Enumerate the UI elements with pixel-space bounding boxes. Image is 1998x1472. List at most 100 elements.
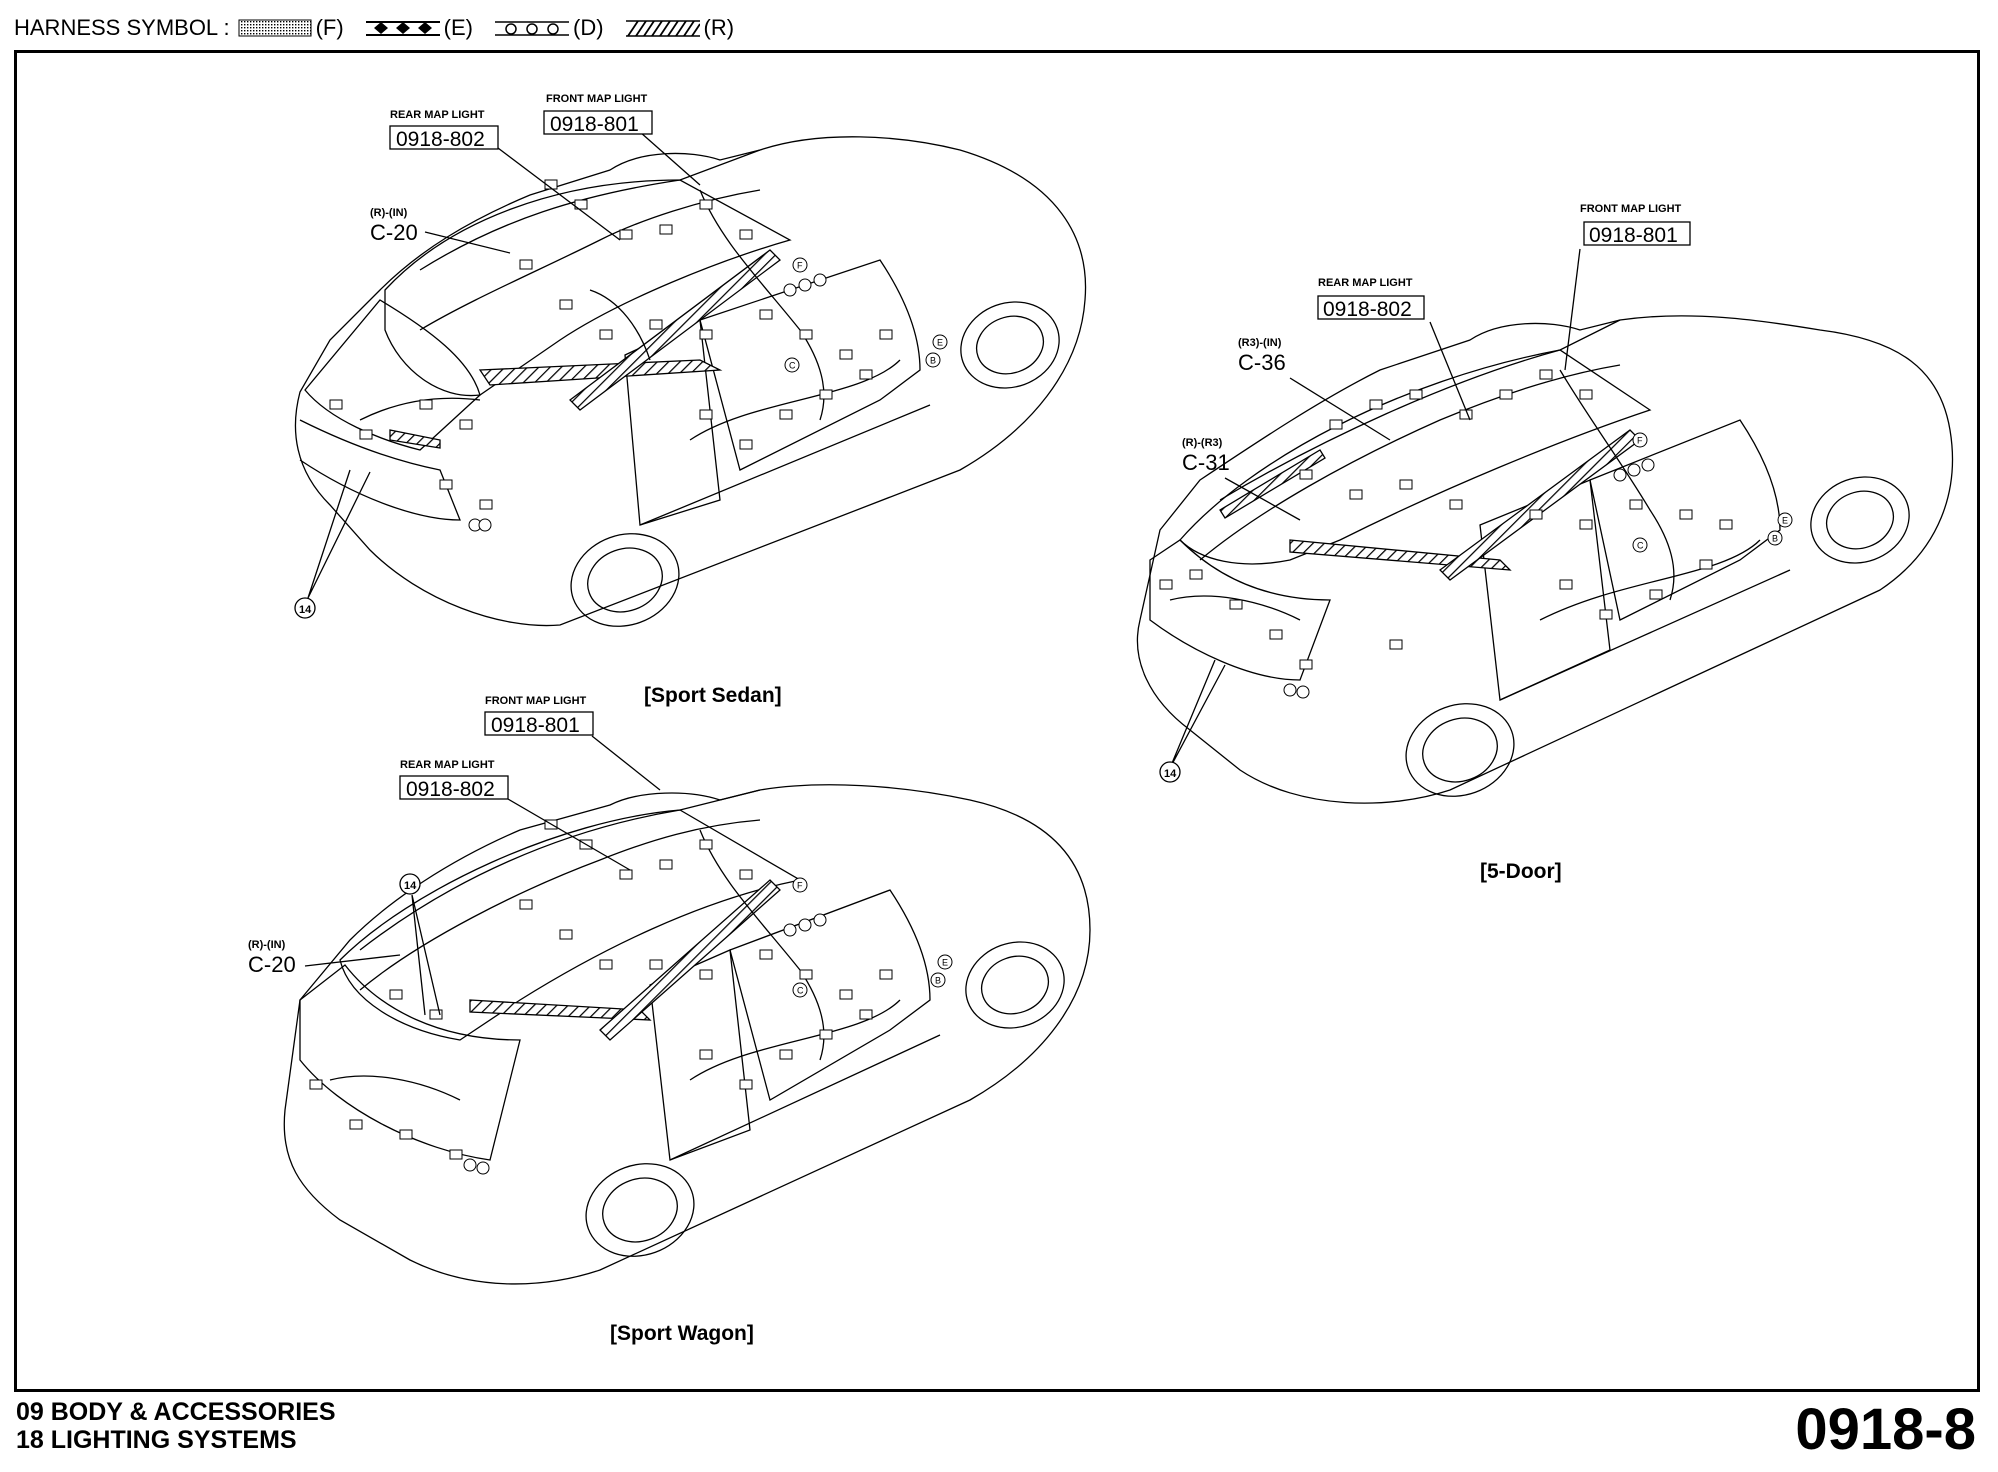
wagon-rear-map-label: REAR MAP LIGHT: [400, 759, 495, 771]
wagon-tailgate: [299, 964, 521, 1161]
five-door-harness-r3: [1219, 449, 1326, 519]
sedan-wire-5: [589, 289, 651, 361]
harness-marker-letter: B: [935, 976, 941, 986]
sedan-rear-map-label: REAR MAP LIGHT: [390, 109, 485, 121]
five-door-connector-a-code: C-36: [1238, 350, 1286, 375]
sedan-front-map-label: FRONT MAP LIGHT: [546, 93, 648, 105]
five-door-rear-door: [1479, 479, 1611, 701]
wagon-rear-map-code: 0918-802: [406, 778, 495, 801]
wagon-roof: [339, 809, 802, 1041]
harness-marker-letter: C: [789, 361, 796, 371]
sedan-ground-callout: [307, 469, 371, 599]
harness-marker-letter: E: [942, 958, 948, 968]
wagon-front-map-label: FRONT MAP LIGHT: [485, 695, 587, 707]
five-door-hatch: [1149, 539, 1331, 681]
wagon-front-wheel-inner: [980, 955, 1050, 1015]
sedan-caption: [Sport Sedan]: [644, 684, 782, 707]
five-door-rear-wheel-inner: [1422, 717, 1498, 783]
five-door-rear-map-box: [1317, 295, 1425, 320]
sedan-side-sill: [639, 404, 931, 526]
wagon-front-map-code: 0918-801: [491, 714, 580, 737]
five-door-body-outline: [1136, 315, 1954, 804]
sedan-wire-2: [699, 189, 825, 421]
five-door-connector-b-code: C-31: [1182, 450, 1230, 475]
footer-section-line1: 09 BODY & ACCESSORIES: [16, 1398, 336, 1426]
harness-marker-letter: C: [1637, 541, 1644, 551]
sedan-rear-wheel-inner: [587, 547, 663, 613]
sedan-front-map-code: 0918-801: [550, 113, 639, 136]
sedan-ground-symbol: [294, 597, 316, 619]
harness-marker-letter: C: [797, 986, 804, 996]
wagon-harness-markers: F EB C: [792, 877, 953, 998]
wagon-harness-r2: [599, 879, 781, 1041]
five-door-rear-map-label: REAR MAP LIGHT: [1318, 277, 1413, 289]
wagon-c20-callout: [304, 954, 401, 967]
wagon-front-map-callout: [591, 735, 661, 791]
wagon-wire-2: [699, 829, 825, 1061]
five-door-c36-callout: [1289, 377, 1391, 441]
sedan-rear-map-code: 0918-802: [396, 128, 485, 151]
five-door-connector-a-tag: (R3)-(IN): [1238, 337, 1282, 349]
sedan-harness-r2: [569, 249, 781, 411]
legend-title: HARNESS SYMBOL :: [14, 15, 230, 40]
harness-marker-letter: B: [930, 356, 936, 366]
five-door-ground-callout: [1169, 659, 1226, 769]
sedan-labels: FRONT MAP LIGHT 0918-801 REAR MAP LIGHT …: [299, 93, 782, 707]
wagon-front-door: [729, 889, 931, 1101]
section-footer: 09 BODY & ACCESSORIES 18 LIGHTING SYSTEM…: [16, 1398, 336, 1454]
five-door-side-sill: [1499, 569, 1791, 701]
sedan-trunk: [299, 419, 461, 521]
footer-section-line2: 18 LIGHTING SYSTEMS: [16, 1426, 297, 1454]
five-door-ground-number: 14: [1164, 768, 1177, 780]
sedan-harness-r3: [389, 429, 441, 449]
harness-symbol-legend: HARNESS SYMBOL : (F) (E) (D) (R): [14, 8, 748, 48]
wagon-wire-4: [329, 1075, 461, 1101]
five-door-wire-1: [1199, 364, 1621, 561]
harness-marker-letter: F: [1637, 436, 1643, 446]
sedan-rear-map-box: [389, 125, 499, 150]
legend-dots-swatch: [238, 19, 312, 37]
five-door-roofline: [1219, 319, 1621, 501]
wagon-rear-wheel: [585, 1163, 695, 1257]
wagon-connector-code: C-20: [248, 952, 296, 977]
sedan-front-door: [699, 259, 921, 471]
sedan-ground-number: 14: [299, 604, 312, 616]
five-door-front-map-label: FRONT MAP LIGHT: [1580, 203, 1682, 215]
five-door-labels: FRONT MAP LIGHT 0918-801 REAR MAP LIGHT …: [1164, 203, 1682, 883]
five-door-harness-r2: [1439, 429, 1641, 581]
wagon-rear-door: [649, 949, 751, 1161]
harness-marker-letter: E: [1782, 516, 1788, 526]
wagon-caption: [Sport Wagon]: [610, 1322, 754, 1345]
wagon-harness-r1: [469, 999, 652, 1021]
five-door-wire-4: [1169, 595, 1301, 621]
five-door-rear-map-code: 0918-802: [1323, 298, 1412, 321]
five-door-connector-b-tag: (R)-(R3): [1182, 437, 1223, 449]
wagon-rear-wheel-inner: [602, 1177, 678, 1243]
sedan-connector-code: C-20: [370, 220, 418, 245]
wagon-ground-callout: [411, 894, 441, 1016]
legend-code-e: (E): [443, 15, 473, 40]
five-door-front-wheel-inner: [1825, 490, 1895, 550]
diagram-frame: [14, 50, 1980, 1392]
sedan-rear-map-callout: [493, 144, 621, 241]
wagon-connector-tag: (R)-(IN): [248, 939, 286, 951]
five-door-wire-3: [1539, 539, 1761, 621]
sedan-front-wheel: [960, 301, 1060, 389]
legend-code-f: (F): [315, 15, 344, 40]
wagon-front-wheel: [965, 941, 1065, 1029]
legend-diamonds-swatch: [365, 21, 440, 36]
five-door-rear-map-callout: [1429, 321, 1471, 421]
wagon-ground-symbol: [399, 873, 421, 895]
sedan-body-outline: [294, 136, 1087, 627]
wagon-rear-map-callout: [507, 798, 631, 871]
five-door-ground-symbol: [1159, 761, 1181, 783]
five-door-front-wheel: [1810, 476, 1910, 564]
harness-marker-letter: F: [797, 881, 803, 891]
sedan-wire-3: [689, 359, 901, 441]
wagon-body-outline: [283, 784, 1091, 1285]
harness-marker-letter: E: [937, 338, 943, 348]
five-door-c31-callout: [1224, 477, 1301, 521]
five-door-rear-wheel: [1405, 703, 1515, 797]
wagon-labels: FRONT MAP LIGHT 0918-801 REAR MAP LIGHT …: [248, 695, 754, 1345]
